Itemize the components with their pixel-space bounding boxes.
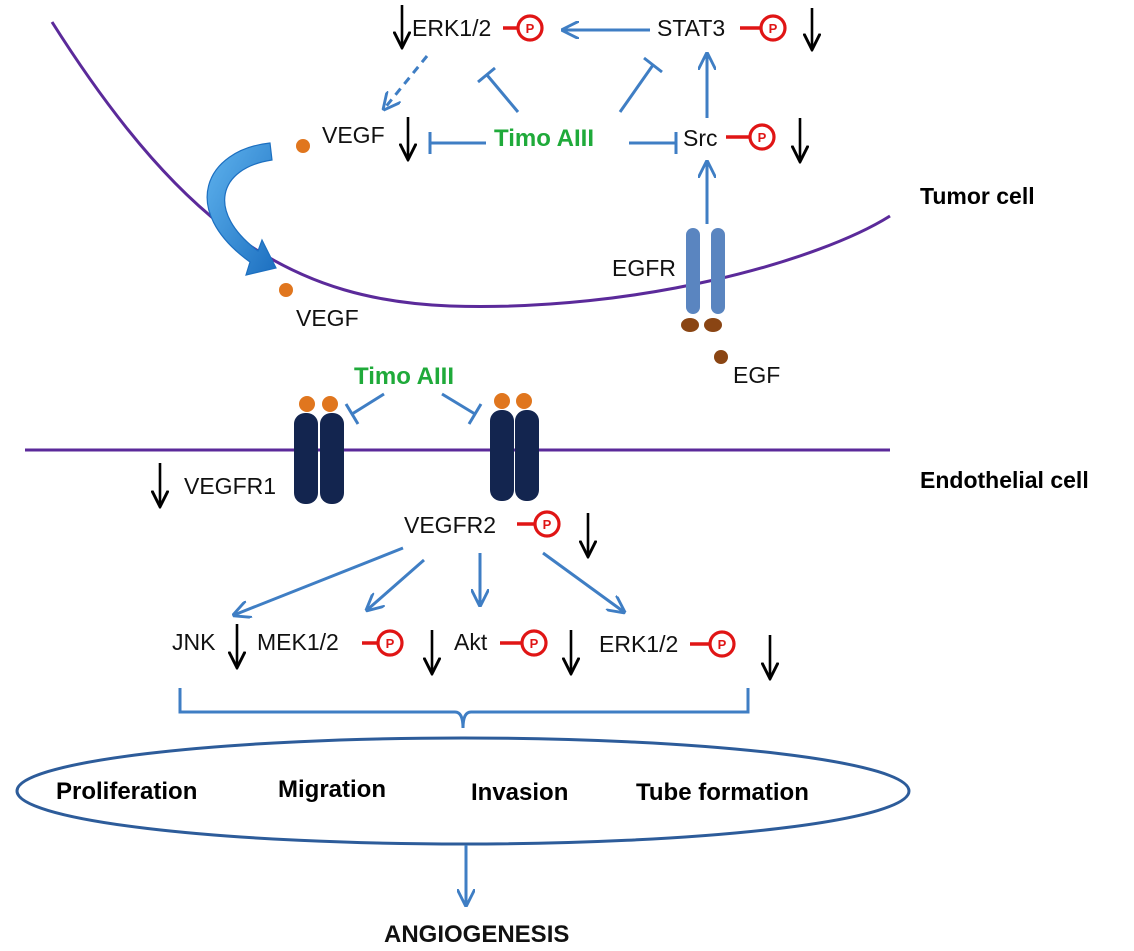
inhibition-bar xyxy=(467,403,483,425)
akt-label: Akt xyxy=(454,629,488,655)
vegfr2-to-mek-arrow xyxy=(367,558,425,610)
outcome-migration: Migration xyxy=(278,776,386,803)
vegf-ligand-bound xyxy=(322,396,338,412)
egfr-receptor-right xyxy=(711,228,725,314)
phospho-icon: P xyxy=(748,123,776,151)
timo-inhibits-vegfr2 xyxy=(441,392,476,416)
svg-text:P: P xyxy=(526,21,535,36)
phospho-icon: P xyxy=(533,510,561,538)
tumor-cell-label: Tumor cell xyxy=(920,183,1035,209)
vegfr1-label: VEGFR1 xyxy=(184,473,276,499)
vegfr1-receptor-right xyxy=(320,413,344,504)
inhibition-bar xyxy=(477,66,496,84)
grouping-brace xyxy=(178,688,750,729)
vegfr2-label: VEGFR2 xyxy=(404,512,496,538)
jnk-label: JNK xyxy=(172,629,216,655)
timo-aiii-endothelial-label: Timo AIII xyxy=(354,363,454,390)
vegf-ligand-dot xyxy=(296,139,310,153)
erk-tumor-label: ERK1/2 xyxy=(412,15,491,41)
vegf-secretion-arrow-icon xyxy=(206,142,277,276)
vegf-inner-label: VEGF xyxy=(322,122,385,148)
vegf-secreted-dot xyxy=(279,283,293,297)
vegf-ligand-bound xyxy=(299,396,315,412)
phospho-icon: P xyxy=(708,630,736,658)
svg-text:P: P xyxy=(769,21,778,36)
vegfr2-to-erk-arrow xyxy=(542,551,624,612)
phospho-icon: P xyxy=(516,14,544,42)
svg-text:P: P xyxy=(543,517,552,532)
endothelial-cell-label: Endothelial cell xyxy=(920,467,1089,493)
vegfr1-receptor-left xyxy=(294,413,318,504)
outcome-invasion: Invasion xyxy=(471,779,568,806)
outcomes-ellipse xyxy=(15,736,911,846)
phospho-icon: P xyxy=(520,629,548,657)
svg-text:P: P xyxy=(530,636,539,651)
vegf-secreted-label: VEGF xyxy=(296,305,359,331)
egfr-receptor-left xyxy=(686,228,700,314)
inhibition-bar xyxy=(643,56,663,74)
mek-label: MEK1/2 xyxy=(257,629,339,655)
timo-aiii-tumor-label: Timo AIII xyxy=(494,125,594,152)
phospho-icon: P xyxy=(759,14,787,42)
egf-ligand-bound xyxy=(704,318,722,332)
src-label: Src xyxy=(683,125,718,151)
vegfr2-receptor-right xyxy=(515,410,539,501)
vegfr2-to-jnk-arrow xyxy=(234,546,404,615)
egfr-label: EGFR xyxy=(612,255,676,281)
vegfr2-receptor-left xyxy=(490,410,514,501)
phospho-icon: P xyxy=(376,629,404,657)
svg-text:P: P xyxy=(718,637,727,652)
timo-inhibits-erk xyxy=(485,74,520,113)
egf-ligand-free xyxy=(714,350,728,364)
vegf-ligand-bound xyxy=(516,393,532,409)
egf-ligand-bound xyxy=(681,318,699,332)
erk-to-vegf-dashed-arrow xyxy=(384,55,429,109)
timo-inhibits-vegfr1 xyxy=(351,392,385,416)
vegf-ligand-bound xyxy=(494,393,510,409)
svg-text:P: P xyxy=(386,636,395,651)
timo-inhibits-stat3 xyxy=(618,64,655,113)
outcome-proliferation: Proliferation xyxy=(56,778,197,805)
egf-label: EGF xyxy=(733,362,780,388)
tumor-cell-membrane xyxy=(50,21,891,308)
stat3-label: STAT3 xyxy=(657,15,725,41)
angiogenesis-label: ANGIOGENESIS xyxy=(384,921,569,946)
erk-endothelial-label: ERK1/2 xyxy=(599,631,678,657)
outcome-tube-formation: Tube formation xyxy=(636,779,809,806)
inhibition-bar xyxy=(344,403,360,425)
svg-text:P: P xyxy=(758,130,767,145)
